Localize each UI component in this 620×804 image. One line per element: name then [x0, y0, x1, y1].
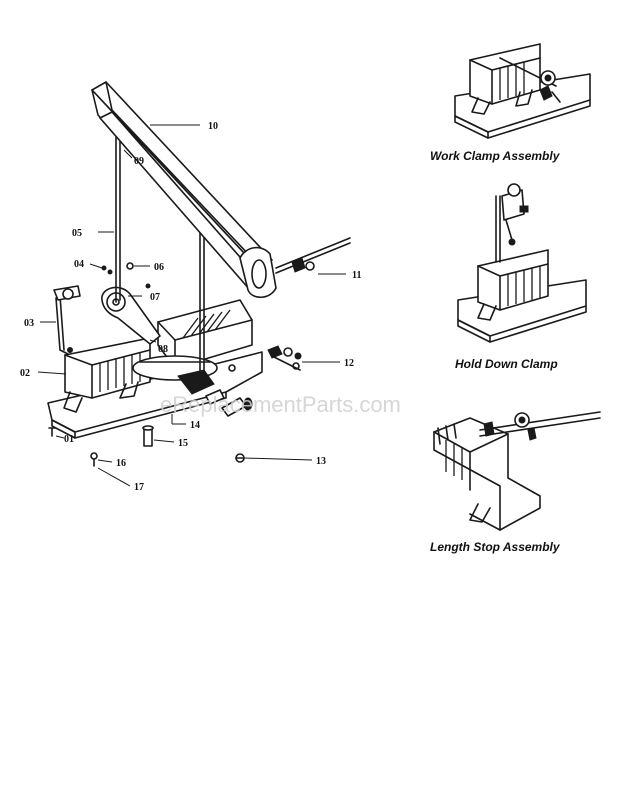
- leader-lines: [37, 124, 346, 487]
- callout-07: 07: [150, 292, 160, 303]
- callout-15: 15: [178, 438, 188, 449]
- callout-08: 08: [158, 344, 168, 355]
- work-clamp-inset: Work Clamp Assembly: [430, 43, 591, 163]
- work-clamp-part: [53, 285, 81, 355]
- callout-13: 13: [316, 456, 326, 467]
- watermark: eReplacementParts.com: [160, 392, 401, 417]
- saw-handle: [239, 246, 277, 299]
- miter-box-assembly: 01 02 03 04 05 06 07 08 09 10 11 12 13 1…: [20, 81, 361, 493]
- callout-17: 17: [134, 482, 144, 493]
- saw-blade: [99, 111, 263, 291]
- callout-01: 01: [64, 434, 74, 445]
- clamp-parts-12: [228, 345, 302, 372]
- saw-frame: [91, 81, 273, 269]
- callout-14: 14: [190, 420, 200, 431]
- right-fence: [157, 299, 253, 369]
- caption-length-stop: Length Stop Assembly: [430, 540, 561, 554]
- callout-05: 05: [72, 228, 82, 239]
- callout-09: 09: [134, 156, 144, 167]
- caption-work-clamp: Work Clamp Assembly: [430, 149, 561, 163]
- hold-down-clamp-inset: Hold Down Clamp: [455, 183, 587, 371]
- callout-16: 16: [116, 458, 126, 469]
- callout-06: 06: [154, 262, 164, 273]
- callout-10: 10: [208, 121, 218, 132]
- callout-02: 02: [20, 368, 30, 379]
- callout-04: 04: [74, 259, 84, 270]
- caption-hold-down: Hold Down Clamp: [455, 357, 558, 371]
- lock-handle: [177, 369, 253, 463]
- callout-12: 12: [344, 358, 354, 369]
- foot-hardware: [48, 425, 154, 467]
- length-stop-inset: Length Stop Assembly: [430, 411, 601, 554]
- callout-03: 03: [24, 318, 34, 329]
- callout-labels: 01 02 03 04 05 06 07 08 09 10 11 12 13 1…: [20, 121, 361, 493]
- callout-11: 11: [352, 270, 361, 281]
